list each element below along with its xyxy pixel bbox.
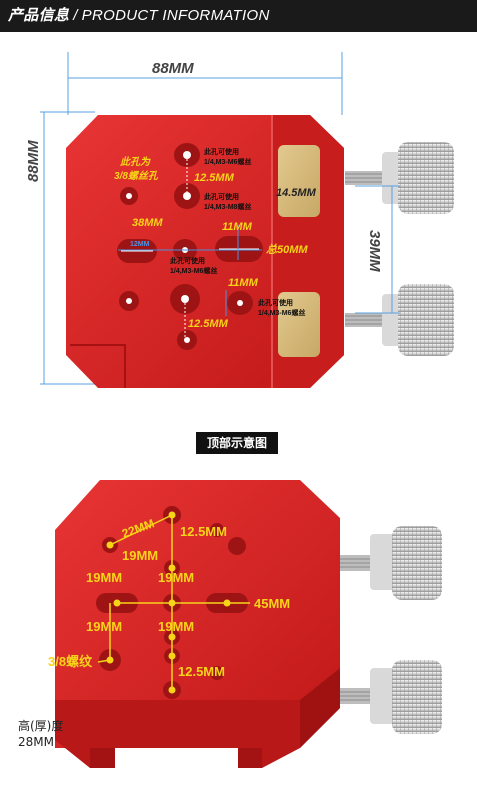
plate-top [66,115,344,388]
thickness-line-1: 高(厚)度 [18,719,64,733]
dim-12: 12MM [130,241,150,248]
thread-label: 3/8螺纹 [48,654,93,669]
knob-upper [345,142,454,214]
header-title-cn: 产品信息 [8,7,70,24]
dim-125-bottom: 12.5MM [188,318,229,330]
header-separator: / [73,7,78,24]
screw-note-top-1: 此孔可使用 [204,147,239,156]
height-label: 88MM [25,140,42,182]
section-top-view-button[interactable]: 顶部示意图 [196,432,278,454]
thickness-label: 高(厚)度 28MM [18,718,78,750]
left-hole-note-2: 3/8螺丝孔 [114,170,159,182]
knob-gap-label: 39MM [366,230,383,272]
screw-note-mid-1: 此孔可使用 [204,192,239,201]
page-header: 产品信息/PRODUCT INFORMATION [0,0,477,32]
dim-total-50: 总50MM [266,243,308,256]
left-hole-note-1: 此孔为 [120,156,151,168]
dim-45: 45MM [254,596,290,611]
width-label: 88MM [152,60,194,77]
thickness-line-2: 28MM [18,735,54,749]
dim-19-a: 19MM [122,548,158,563]
screw-note-center-2: 1/4,M3-M6螺丝 [170,266,217,275]
knob-bottom-upper [338,526,442,600]
hole-dots-top [118,151,262,343]
dim-125-top: 12.5MM [194,172,235,184]
dim-19-b: 19MM [86,570,122,585]
dim-11-top: 11MM [222,221,253,233]
dim-38: 38MM [132,217,163,229]
screw-note-right-1: 此孔可使用 [258,298,293,307]
screw-note-center-1: 此孔可使用 [170,256,205,265]
dim-125-bottom-b: 12.5MM [178,664,225,679]
knob-lower [345,284,454,356]
dim-19-d: 19MM [86,619,122,634]
screw-note-top-2: 1/4,M3-M6螺丝 [204,157,251,166]
dim-125-top-b: 12.5MM [180,524,227,539]
bottom-dim-lines [97,511,250,694]
screw-note-mid-2: 1/4,M3-M8螺丝 [204,202,251,211]
knob-bottom-lower [338,660,442,734]
pad-label: 14.5MM [276,187,317,199]
top-annotations: 此孔为 3/8螺丝孔 此孔可使用 1/4,M3-M6螺丝 12.5MM 此孔可使… [114,147,308,330]
dim-19-c: 19MM [158,570,194,585]
header-title-en: PRODUCT INFORMATION [81,7,270,24]
top-dimension-lines [40,52,343,385]
plate-bottom [55,480,340,768]
dim-19-e: 19MM [158,619,194,634]
dim-11-mid: 11MM [228,277,259,289]
bottom-annotations: 22MM 12.5MM 19MM 19MM 19MM 45MM 19MM 19M… [48,516,290,679]
screw-note-right-2: 1/4,M3-M6螺丝 [258,308,305,317]
